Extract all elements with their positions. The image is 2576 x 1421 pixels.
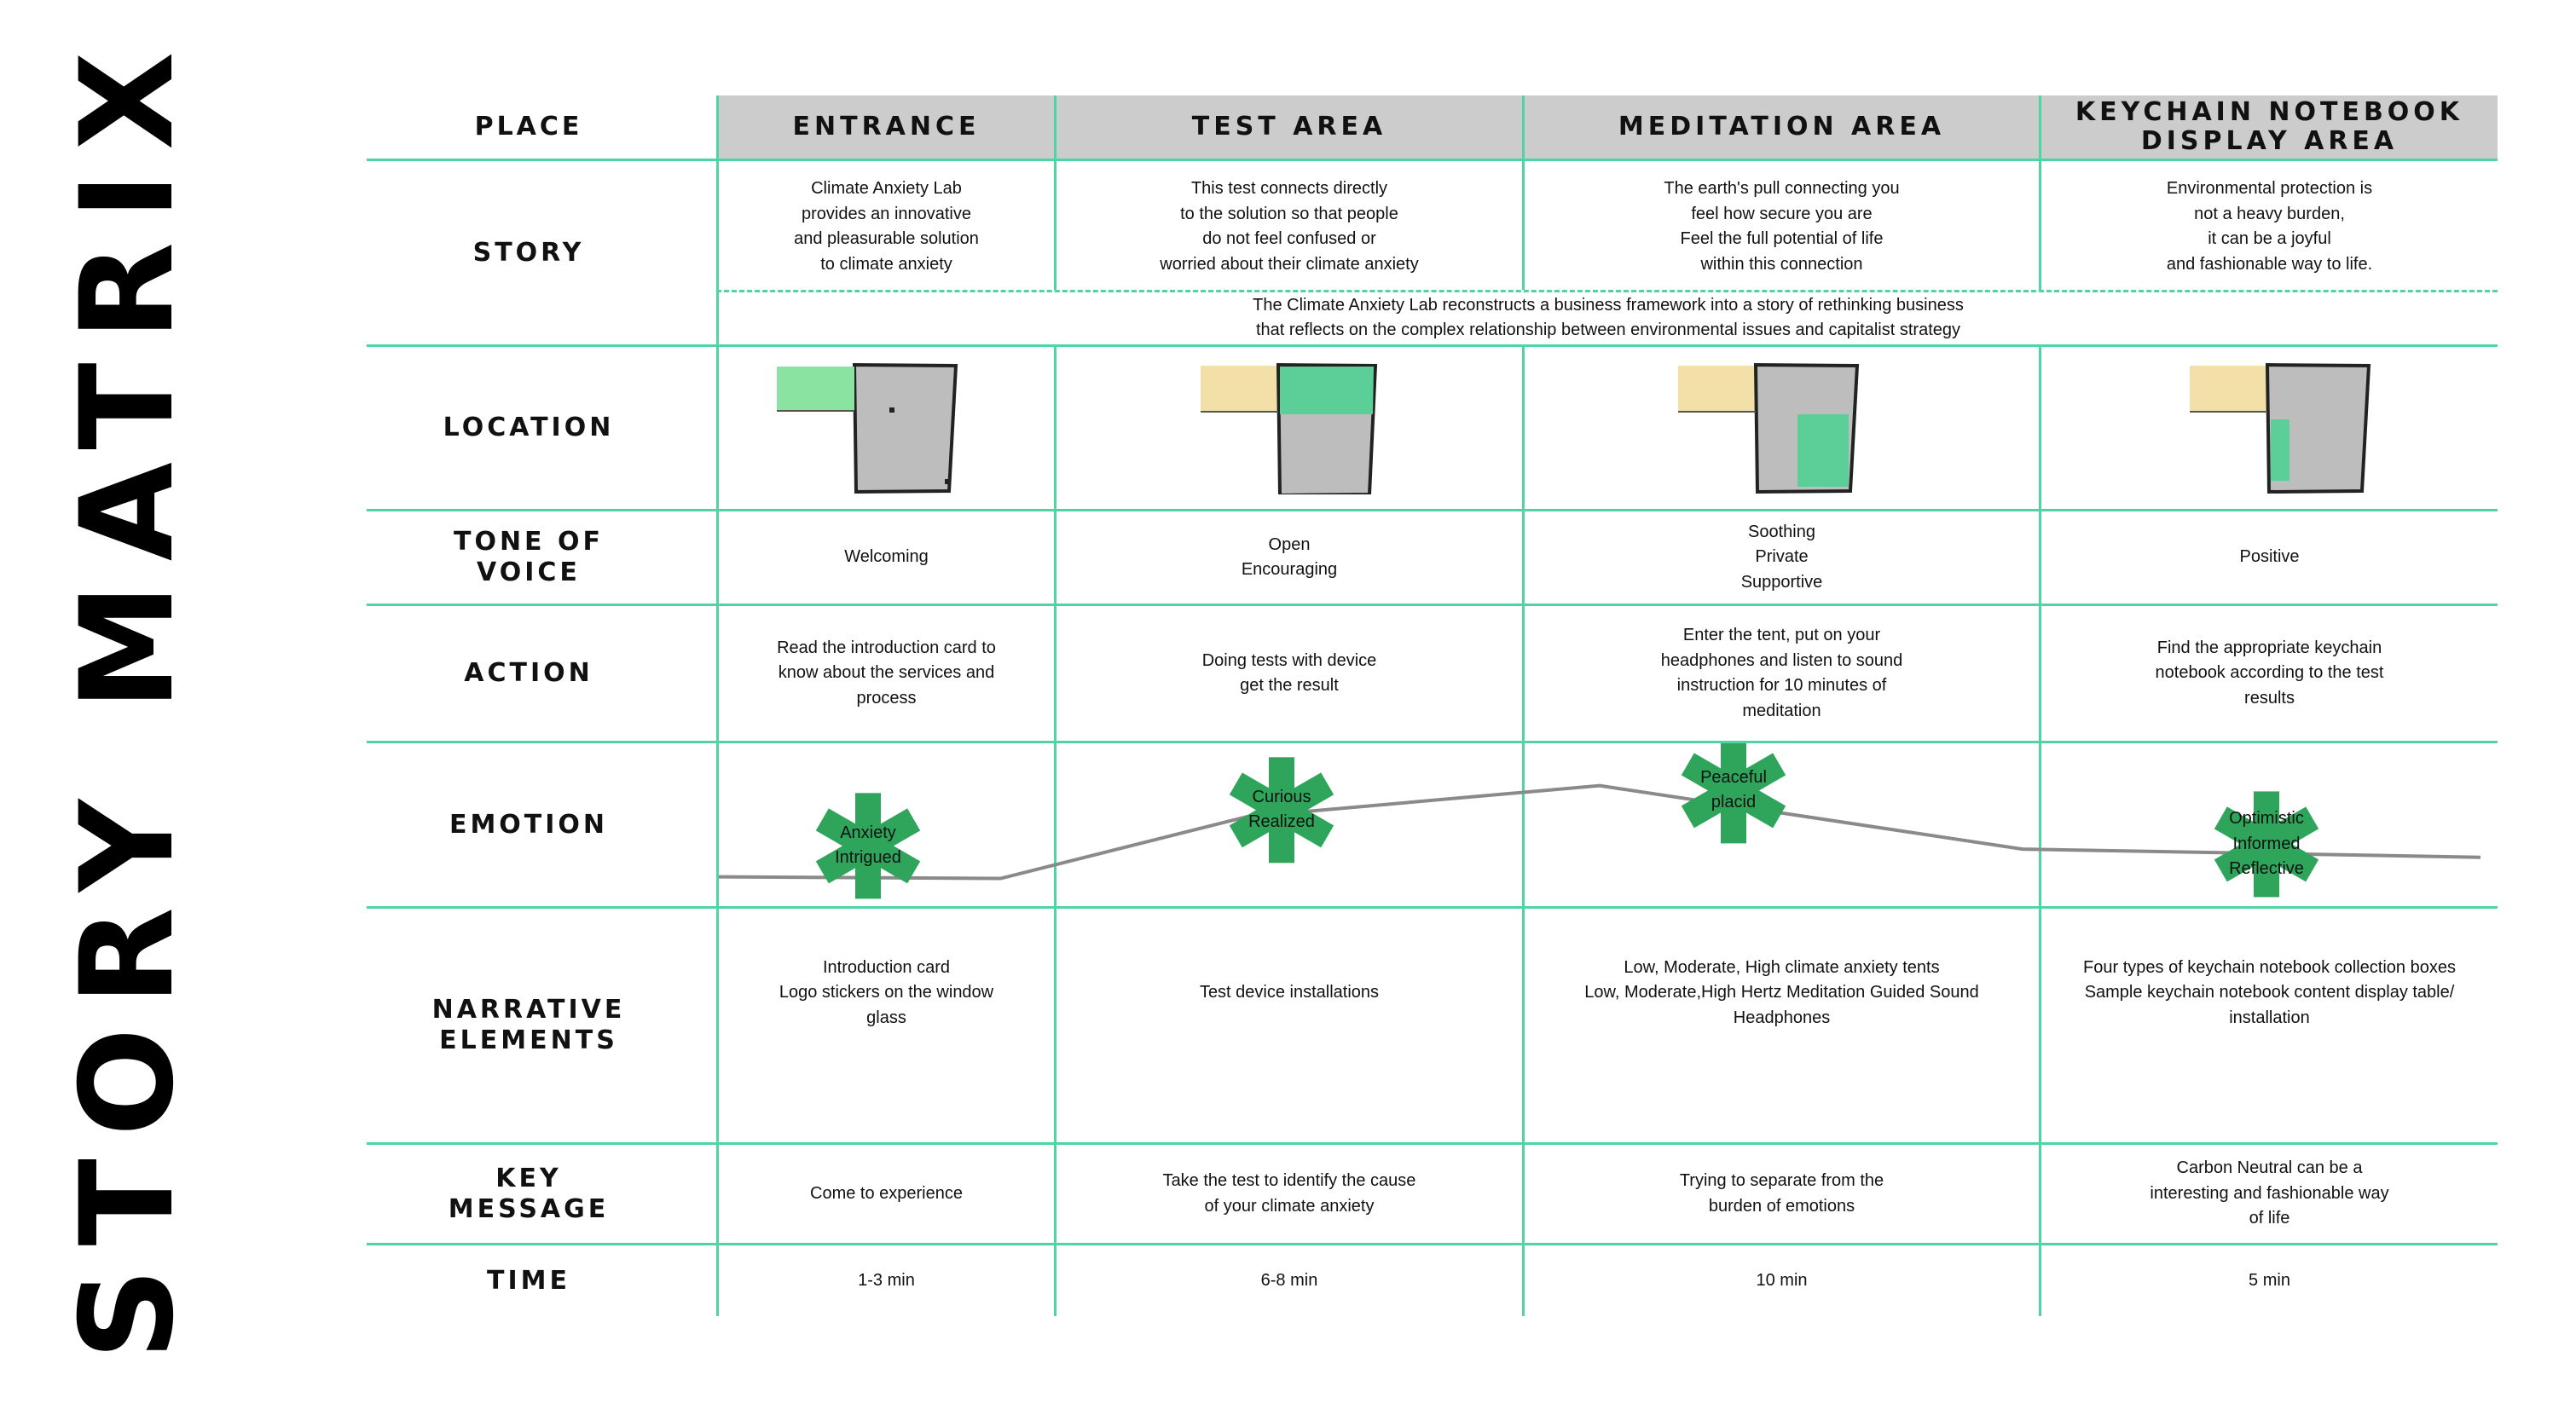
row-label-time: TIME — [487, 1265, 570, 1296]
header-bg-entrance — [719, 95, 1054, 159]
emotion-label-0: Anxiety Intrigued — [835, 823, 901, 868]
grid-line-col-3 — [1522, 95, 1525, 290]
narrative-cell-entrance: Introduction card Logo stickers on the w… — [779, 957, 994, 1027]
floor-plan-keychain-area — [2190, 362, 2371, 494]
grid-line-col-4 — [2039, 95, 2041, 290]
tone-cell-keychain-area: Positive — [2239, 547, 2300, 567]
emotion-label-1: Curious Realized — [1248, 787, 1315, 832]
time-cell-keychain-area: 5 min — [2249, 1270, 2290, 1290]
narrative-cell-meditation-area: Low, Moderate, High climate anxiety tent… — [1584, 957, 1979, 1027]
row-label-key-message: KEY MESSAGE — [448, 1163, 610, 1224]
grid-line-row-1 — [367, 159, 2498, 161]
emotion-star-3 — [2214, 791, 2319, 898]
tone-cell-entrance: Welcoming — [844, 547, 929, 567]
floor-plan-entrance — [777, 362, 958, 494]
row-label-place: PLACE — [474, 112, 583, 142]
row-label-tone: TONE OF VOICE — [453, 527, 604, 587]
emotion-star-2 — [1681, 743, 1786, 844]
action-cell-keychain-area: Find the appropriate keychain notebook a… — [2155, 638, 2384, 708]
header-bg-test — [1056, 95, 1522, 159]
grid-line-col-1 — [716, 95, 719, 1316]
grid-line-row-4 — [367, 604, 2498, 606]
tone-cell-meditation-area: Soothing Private Supportive — [1740, 522, 1823, 592]
grid-line-row-5 — [367, 741, 2498, 743]
grid-line-row-7 — [367, 1142, 2498, 1145]
column-header-entrance: ENTRANCE — [792, 112, 981, 142]
column-header-test-area: TEST AREA — [1191, 112, 1387, 142]
emotion-label-3: Optimistic Informed Reflective — [2229, 809, 2304, 879]
row-label-location: LOCATION — [443, 413, 615, 442]
key-message-cell-test-area: Take the test to identify the cause of y… — [1162, 1171, 1416, 1216]
header-bg-meditation — [1525, 95, 2039, 159]
key-message-cell-entrance: Come to experience — [810, 1183, 963, 1203]
grid-line-col-2b — [1054, 344, 1056, 1316]
row-label-action: ACTION — [464, 658, 593, 688]
story-cell-meditation-area: The earth's pull connecting you feel how… — [1664, 179, 1900, 274]
row-label-emotion: EMOTION — [449, 809, 609, 840]
page-title: STORY MATRIX — [54, 29, 202, 1360]
story-summary: The Climate Anxiety Lab reconstructs a b… — [1253, 295, 1964, 340]
grid-line-row-2 — [367, 344, 2498, 347]
grid-line-row-6 — [367, 906, 2498, 909]
key-message-cell-keychain-area: Carbon Neutral can be a interesting and … — [2150, 1158, 2389, 1228]
row-label-story: STORY — [472, 237, 585, 268]
floor-plan-test-area — [1201, 362, 1378, 494]
narrative-cell-test-area: Test device installations — [1199, 983, 1380, 1002]
emotion-curve-chart — [719, 743, 2481, 899]
action-cell-test-area: Doing tests with device get the result — [1201, 650, 1377, 696]
emotion-star-1 — [1229, 757, 1334, 864]
time-cell-entrance: 1-3 min — [858, 1270, 915, 1290]
action-cell-entrance: Read the introduction card to know about… — [777, 638, 996, 708]
grid-line-col-4b — [2039, 344, 2041, 1316]
grid-line-row-3 — [367, 509, 2498, 511]
grid-dashed-line — [716, 290, 2498, 292]
emotion-curve-line — [719, 783, 2481, 881]
grid-line-col-2 — [1054, 95, 1056, 290]
story-cell-test-area: This test connects directly to the solut… — [1160, 179, 1419, 274]
column-header-keychain-area: KEYCHAIN NOTEBOOK DISPLAY AREA — [2075, 97, 2464, 156]
tone-cell-test-area: Open Encouraging — [1241, 534, 1338, 580]
narrative-cell-keychain-area: Four types of keychain notebook collecti… — [2083, 957, 2456, 1027]
emotion-star-0 — [815, 793, 921, 899]
grid-line-row-8 — [367, 1243, 2498, 1245]
column-header-meditation-area: MEDITATION AREA — [1618, 112, 1946, 142]
story-cell-entrance: Climate Anxiety Lab provides an innovati… — [794, 179, 979, 274]
action-cell-meditation-area: Enter the tent, put on your headphones a… — [1660, 626, 1903, 720]
story-cell-keychain-area: Environmental protection is not a heavy … — [2166, 179, 2373, 274]
grid-line-col-3b — [1522, 344, 1525, 1316]
floor-plan-meditation-area — [1678, 362, 1860, 494]
header-bg-keychain — [2041, 95, 2498, 159]
time-cell-test-area: 6-8 min — [1260, 1270, 1318, 1290]
key-message-cell-meditation-area: Trying to separate from the burden of em… — [1679, 1171, 1884, 1216]
row-label-narrative: NARRATIVE ELEMENTS — [431, 995, 626, 1055]
time-cell-meditation-area: 10 min — [1756, 1270, 1808, 1290]
emotion-label-2: Peaceful placid — [1700, 767, 1767, 812]
